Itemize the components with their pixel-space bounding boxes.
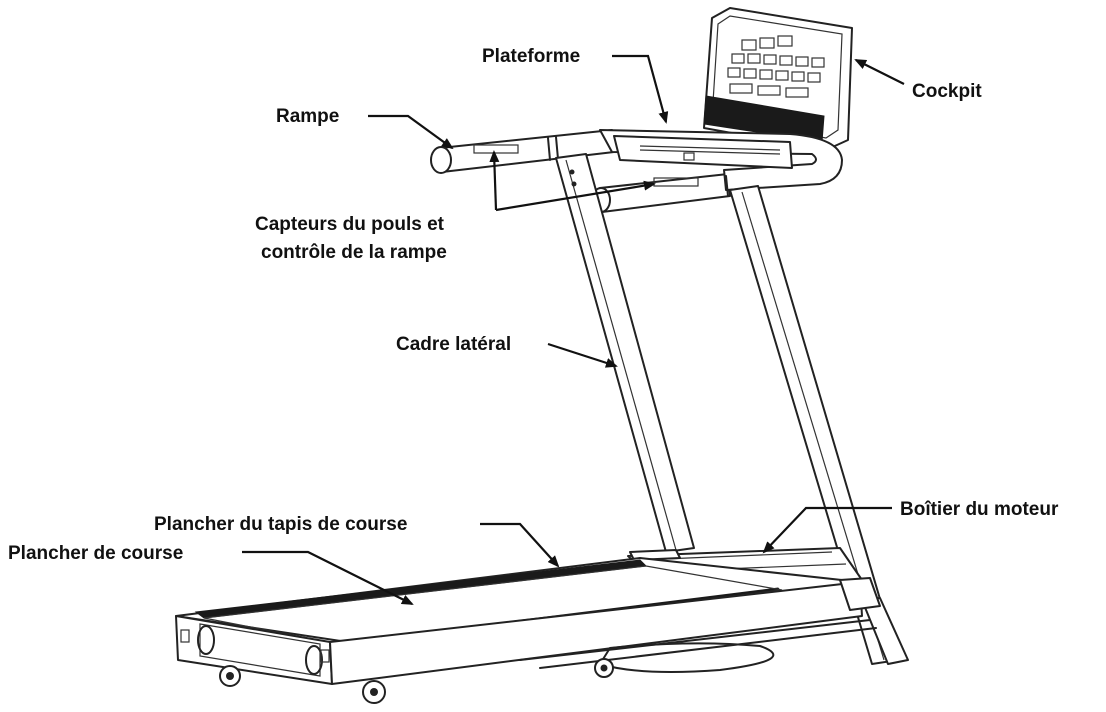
label-plancher-tapis: Plancher du tapis de course	[154, 514, 407, 535]
wheels	[219, 658, 614, 704]
label-plateforme: Plateforme	[482, 46, 580, 67]
leader-rampe	[368, 114, 454, 150]
leader-plancher-course	[242, 550, 414, 605]
leader-capteurs-2	[495, 180, 656, 212]
leader-cockpit	[854, 59, 905, 85]
label-capteurs-line1: Capteurs du pouls et	[255, 214, 445, 235]
running-deck	[175, 557, 909, 685]
label-capteurs-line2: contrôle de la rampe	[261, 242, 447, 263]
leader-plancher-tapis	[480, 522, 560, 568]
label-boitier-moteur: Boîtier du moteur	[900, 499, 1059, 520]
cockpit-console	[703, 7, 853, 153]
handrail-frame	[430, 129, 843, 213]
treadmill-illustration	[175, 7, 909, 704]
leader-plateforme	[612, 54, 669, 124]
labels: Plateforme Cockpit Rampe Capteurs du pou…	[8, 46, 1059, 564]
leader-lines	[242, 54, 905, 605]
leader-cadre	[547, 342, 618, 368]
leader-boitier	[762, 506, 892, 554]
label-plancher-course: Plancher de course	[8, 543, 183, 564]
leader-capteurs-1	[489, 150, 500, 211]
label-rampe: Rampe	[276, 106, 339, 127]
label-cockpit: Cockpit	[912, 81, 982, 102]
label-cadre-lateral: Cadre latéral	[396, 334, 511, 355]
